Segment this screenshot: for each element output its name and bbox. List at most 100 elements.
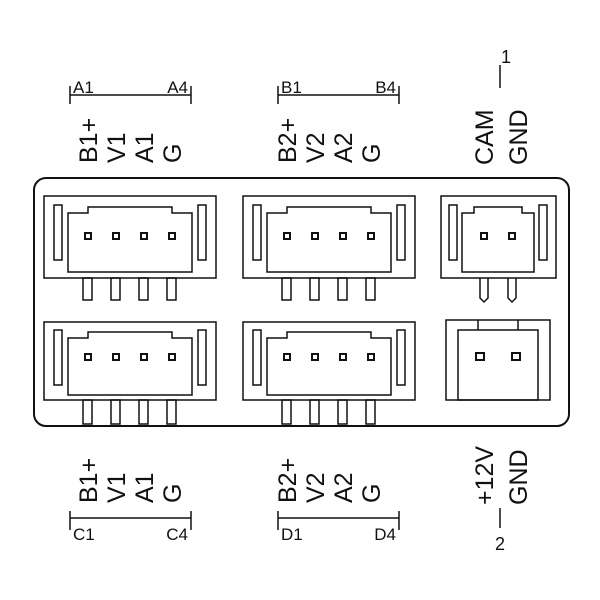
connector-b	[242, 195, 416, 301]
connector-d-inner-outline	[266, 331, 392, 396]
group-b-labels: B2+ V2 A2 G B1 B4	[274, 78, 400, 163]
connector-a-lead-1	[82, 277, 93, 301]
cam-connector-number: 1	[501, 47, 511, 67]
connector-cam-right-latch	[538, 204, 548, 261]
connector-d-right-latch	[396, 329, 406, 386]
pin-label-a-2: V1	[103, 132, 131, 163]
group-d-range-start: D1	[281, 525, 303, 544]
connector-cam-inner-outline	[461, 206, 535, 273]
group-b-range-end: B4	[375, 78, 396, 97]
connector-cam-lead-1	[479, 278, 489, 304]
connector-cam	[440, 195, 557, 304]
pin-label-b-4: G	[358, 144, 386, 163]
connector-b-housing	[242, 195, 416, 279]
pin-label-d-2: V2	[302, 472, 330, 503]
connector-cam-pin-1	[480, 232, 488, 240]
connector-d-pin-1	[283, 353, 291, 361]
connector-power-inner-outline	[457, 329, 539, 401]
pin-label-c-3: A1	[131, 472, 159, 503]
connector-b-lead-4	[365, 277, 376, 301]
group-a-bracket	[69, 86, 192, 104]
group-b-range-start: B1	[281, 78, 302, 97]
group-a-range-start: A1	[73, 78, 94, 97]
connector-a-pin-2	[112, 232, 120, 240]
connector-c-pin-2	[112, 353, 120, 361]
connector-c-lead-1	[82, 399, 93, 425]
connector-power-top-notches	[477, 320, 519, 330]
connector-cam-left-latch	[448, 204, 458, 261]
connector-a-lead-4	[166, 277, 177, 301]
connector-d-pin-4	[367, 353, 375, 361]
connector-a-pin-3	[140, 232, 148, 240]
pin-label-c-1: B1+	[75, 458, 103, 503]
connector-b-pin-1	[283, 232, 291, 240]
connector-b-lead-1	[281, 277, 292, 301]
pin-label-a-4: G	[159, 144, 187, 163]
group-a-labels: B1+ V1 A1 G A1 A4	[69, 78, 192, 163]
connector-b-lead-2	[309, 277, 320, 301]
group-a-range-end: A4	[167, 78, 188, 97]
connector-b-pin-4	[367, 232, 375, 240]
connector-a-pin-1	[84, 232, 92, 240]
pin-label-d-3: A2	[330, 472, 358, 503]
connector-c	[43, 321, 217, 425]
connector-d-left-latch	[252, 329, 262, 386]
group-b-bracket	[277, 86, 400, 104]
connector-c-lead-2	[110, 399, 121, 425]
pin-label-a-3: A1	[131, 132, 159, 163]
connector-c-right-latch	[197, 329, 207, 386]
pin-label-c-2: V1	[103, 472, 131, 503]
group-power-labels: +12V GND 2	[471, 446, 533, 554]
connector-c-inner-outline	[67, 331, 193, 396]
connector-b-right-latch	[396, 204, 406, 261]
connector-power-pin-1	[475, 352, 485, 361]
group-d-bracket	[277, 511, 400, 530]
group-d-range-end: D4	[374, 525, 396, 544]
connector-b-pin-3	[339, 232, 347, 240]
pin-label-b-2: V2	[302, 132, 330, 163]
connector-b-pin-2	[311, 232, 319, 240]
pin-label-c-4: G	[159, 484, 187, 503]
connector-a-lead-3	[138, 277, 149, 301]
power-connector-number: 2	[495, 534, 505, 554]
connector-a-left-latch	[53, 204, 63, 261]
group-c-labels: B1+ V1 A1 G C1 C4	[69, 458, 192, 544]
connector-power-housing	[445, 319, 551, 401]
connector-b-lead-3	[337, 277, 348, 301]
pin-label-b-1: B2+	[274, 118, 302, 163]
connector-c-lead-3	[138, 399, 149, 425]
connector-a-housing	[43, 195, 217, 279]
connector-cam-pin-2	[508, 232, 516, 240]
connector-a-lead-2	[110, 277, 121, 301]
group-cam-labels: CAM GND 1	[471, 47, 533, 165]
pin-label-a-1: B1+	[75, 118, 103, 163]
connector-a-inner-outline	[67, 206, 193, 273]
connector-power-pin-2	[511, 352, 521, 361]
connector-c-pin-3	[140, 353, 148, 361]
connector-c-lead-4	[166, 399, 177, 425]
connector-cam-housing	[440, 195, 557, 279]
connector-b-inner-outline	[266, 206, 392, 273]
group-c-range-end: C4	[166, 525, 188, 544]
connector-d-lead-4	[365, 399, 376, 425]
pin-label-power-1: +12V	[471, 446, 499, 505]
connector-b-left-latch	[252, 204, 262, 261]
connector-a-pin-4	[168, 232, 176, 240]
connector-d-lead-2	[309, 399, 320, 425]
connector-c-pin-1	[84, 353, 92, 361]
pin-label-b-3: A2	[330, 132, 358, 163]
connector-power	[445, 319, 551, 401]
group-c-range-start: C1	[73, 525, 95, 544]
connector-c-pin-4	[168, 353, 176, 361]
pin-label-d-4: G	[358, 484, 386, 503]
pin-label-power-2: GND	[505, 449, 533, 505]
board-outline	[33, 177, 570, 427]
group-c-bracket	[69, 511, 192, 530]
connector-a	[43, 195, 217, 301]
connector-d-lead-3	[337, 399, 348, 425]
connector-c-left-latch	[53, 329, 63, 386]
connector-a-right-latch	[197, 204, 207, 261]
pin-label-cam-1: CAM	[471, 109, 499, 165]
connector-d-lead-1	[281, 399, 292, 425]
